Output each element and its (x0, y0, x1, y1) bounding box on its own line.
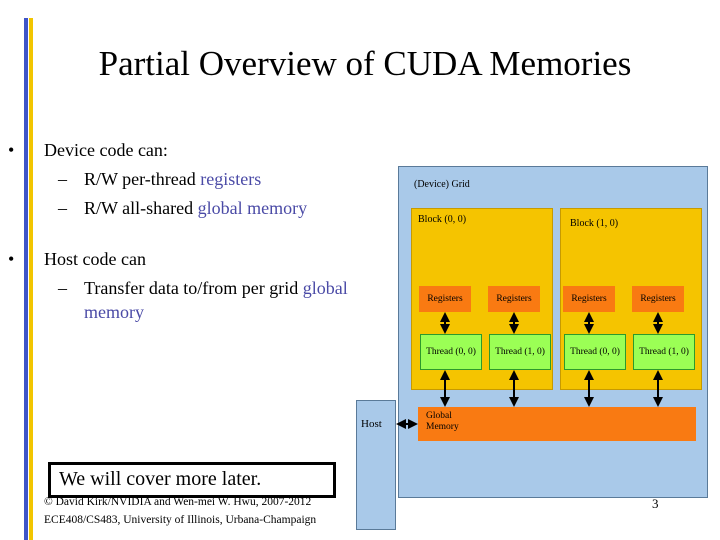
accent-bar-blue (24, 18, 28, 540)
host-item-transfer: Transfer data to/from per grid global (84, 278, 348, 299)
footer-copyright: © David Kirk/NVIDIA and Wen-mei W. Hwu, … (44, 496, 312, 508)
host-item-transfer-line2: memory (84, 302, 144, 322)
block-1-0-label: Block (1, 0) (570, 218, 619, 229)
global-memory-label-line1: Global (426, 411, 452, 421)
registers-highlight: registers (200, 169, 262, 189)
block-0-0-label: Block (0, 0) (418, 214, 467, 225)
host-label: Host (361, 418, 382, 430)
global-highlight: global (302, 278, 348, 298)
host-box (356, 400, 396, 530)
registers-b0-t0: Registers (419, 286, 471, 312)
registers-b1-t1: Registers (632, 286, 684, 312)
registers-b0-t1: Registers (488, 286, 540, 312)
cover-later-callout: We will cover more later. (48, 462, 336, 498)
global-memory-highlight: global memory (197, 198, 308, 218)
dash-marker: – (58, 278, 67, 298)
global-memory (418, 407, 696, 441)
device-item-global-prefix: R/W all-shared (84, 198, 198, 218)
bullet-marker-host: • (8, 249, 15, 269)
thread-b1-t1: Thread (1, 0) (633, 334, 695, 370)
device-heading: Device code can: (44, 140, 168, 160)
device-grid-label: (Device) Grid (414, 179, 470, 190)
accent-bar-yellow (29, 18, 33, 540)
dash-marker: – (58, 198, 67, 218)
bullet-marker-device: • (8, 140, 15, 160)
host-item-transfer-prefix: Transfer data to/from per grid (84, 278, 303, 298)
device-item-registers: R/W per-thread registers (84, 169, 261, 190)
dash-marker: – (58, 169, 67, 189)
footer-course: ECE408/CS483, University of Illinois, Ur… (44, 514, 317, 526)
host-heading: Host code can (44, 249, 146, 269)
global-memory-label-line2: Memory (426, 422, 459, 432)
device-item-registers-prefix: R/W per-thread (84, 169, 201, 189)
slide-title: Partial Overview of CUDA Memories (98, 44, 632, 83)
registers-b1-t0: Registers (563, 286, 615, 312)
thread-b0-t1: Thread (1, 0) (489, 334, 551, 370)
page-number: 3 (652, 496, 659, 511)
global-memory-label: Global Memory (426, 411, 459, 433)
thread-b1-t0: Thread (0, 0) (564, 334, 626, 370)
device-item-global: R/W all-shared global memory (84, 198, 307, 219)
thread-b0-t0: Thread (0, 0) (420, 334, 482, 370)
